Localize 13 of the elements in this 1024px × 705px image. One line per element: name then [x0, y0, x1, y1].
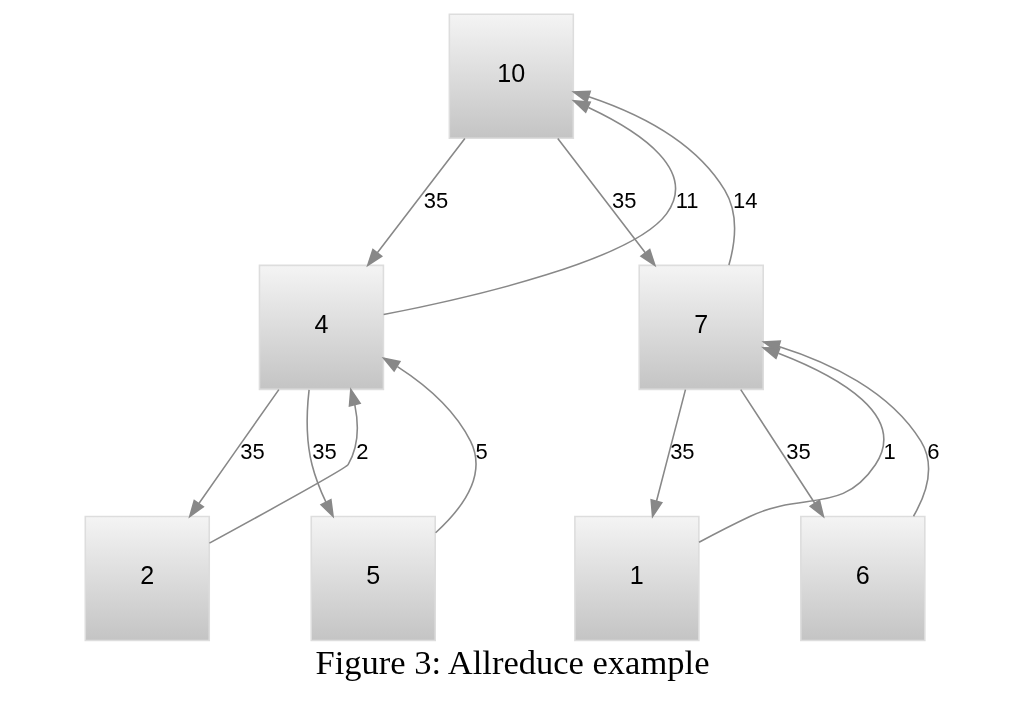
edge-label: 35	[423, 187, 448, 213]
caption: Figure 3: Allreduce example	[315, 643, 709, 682]
edge-label: 11	[675, 187, 698, 213]
edge-label: 14	[732, 187, 757, 213]
edge-label: 35	[611, 187, 637, 213]
edge-label: 35	[669, 438, 695, 464]
edge-label: 1	[882, 438, 896, 464]
edge-label: 2	[355, 438, 368, 464]
edge-label: 35	[785, 438, 811, 464]
edge-label: 5	[474, 438, 488, 464]
edge-label: 35	[311, 438, 337, 464]
edge-label: 6	[926, 438, 940, 464]
edge-label: 35	[239, 438, 265, 464]
